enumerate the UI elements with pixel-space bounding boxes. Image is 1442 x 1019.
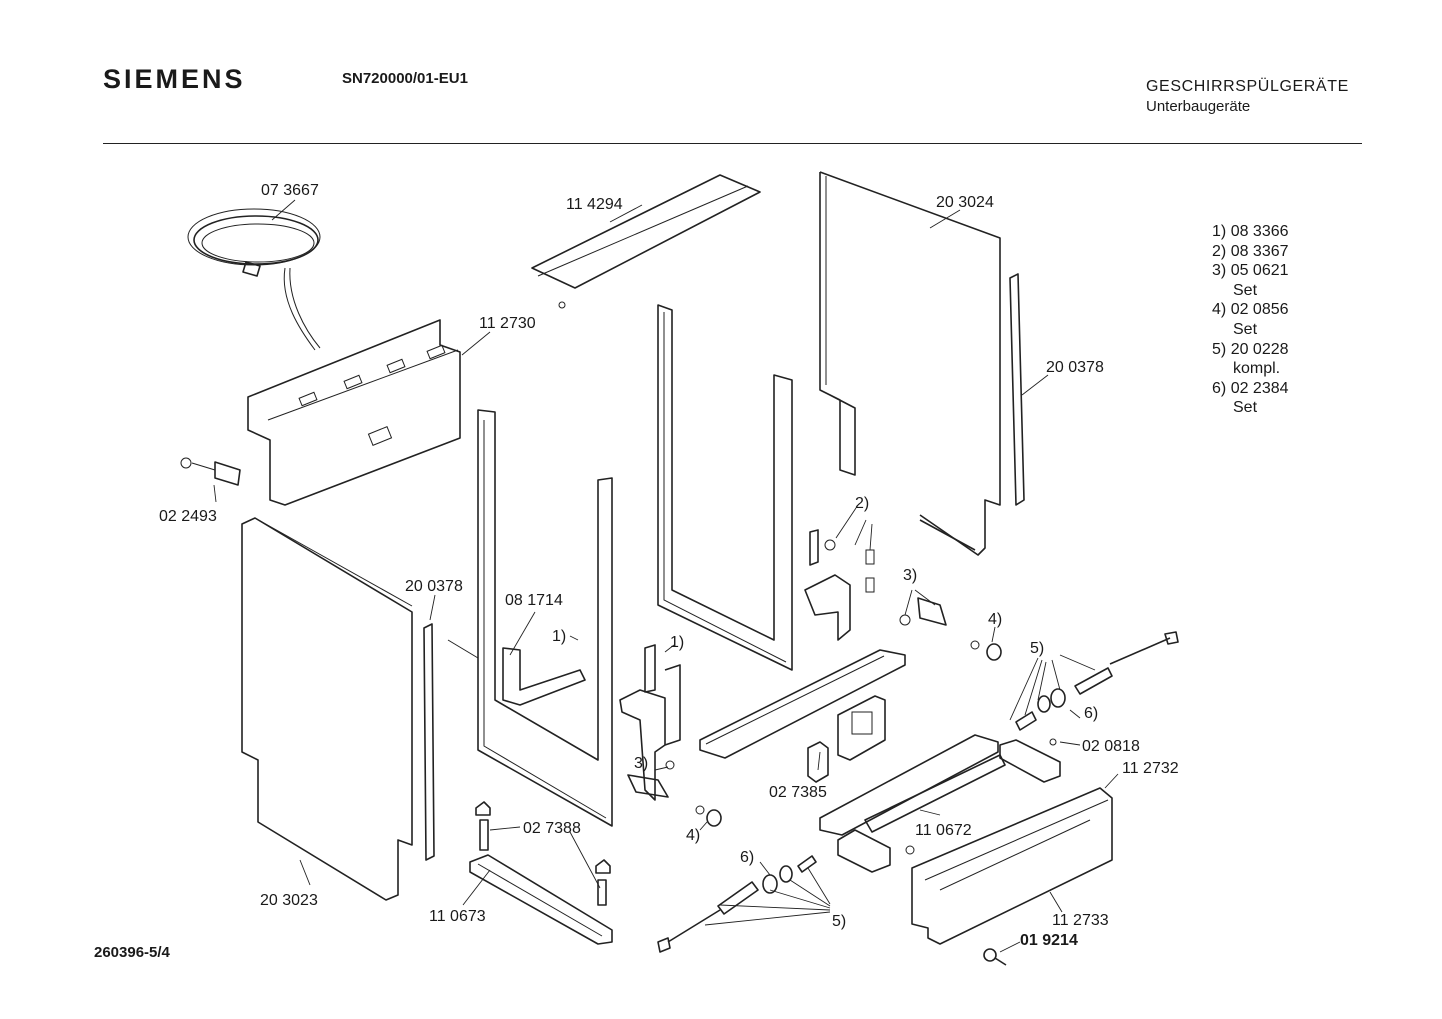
leader-lines — [213, 199, 1119, 953]
callout-bracket: 08 1714 — [505, 592, 563, 609]
base-panel-part[interactable] — [911, 787, 1113, 945]
callout-ref-6a: 6) — [1084, 705, 1098, 722]
callout-ref-5a: 5) — [1030, 640, 1044, 657]
adjustment-bolt-top[interactable] — [1015, 631, 1179, 731]
callout-seal-right: 20 0378 — [1046, 359, 1104, 376]
callout-base-panel: 11 2732 — [1122, 760, 1179, 777]
callout-foot-rail: 11 0673 — [429, 908, 486, 925]
hinge-left-part[interactable] — [619, 644, 681, 801]
parts-legend: 1) 08 3366 2) 08 3367 3) 05 0621 Set 4) … — [1212, 222, 1289, 418]
side-panel-right-part[interactable] — [819, 171, 1001, 556]
callout-hinge-plate: 02 7385 — [769, 784, 827, 801]
callout-side-panel-right: 20 3024 — [936, 194, 994, 211]
document-number: 260396-5/4 — [94, 944, 170, 961]
foot-part[interactable] — [475, 801, 611, 906]
inner-seal-frame-center[interactable] — [657, 304, 793, 671]
seal-left-part[interactable] — [423, 623, 435, 861]
callout-front-frame: 11 2730 — [479, 315, 536, 332]
callout-rail: 11 0672 — [915, 822, 972, 839]
legend-item: 1) 08 3366 — [1212, 223, 1289, 240]
callout-ref-4b: 4) — [686, 827, 700, 844]
bolt-part[interactable] — [983, 948, 1007, 966]
legend-item: 6) 02 2384 — [1212, 379, 1289, 397]
legend-item: 4) 02 0856 — [1212, 301, 1289, 319]
front-frame-part[interactable] — [247, 319, 461, 506]
foot-rail-part[interactable] — [469, 854, 613, 945]
callout-ref-1a: 1) — [552, 628, 566, 645]
brand-logo: SIEMENS — [103, 64, 246, 94]
hardware-4-part[interactable] — [695, 640, 1002, 827]
clip-part[interactable] — [180, 457, 241, 486]
callout-clip: 02 2493 — [159, 508, 217, 525]
hinge-right-part[interactable] — [804, 529, 875, 641]
legend-item: 2) 08 3367 — [1212, 242, 1289, 260]
callout-ref-3b: 3) — [634, 755, 648, 772]
seal-right-part[interactable] — [1009, 273, 1025, 506]
legend-item: 3) 05 0621 — [1212, 262, 1289, 280]
inner-seal-frame-left[interactable] — [477, 409, 613, 827]
legend-note: Set — [1233, 281, 1258, 299]
support-bracket-part[interactable] — [837, 738, 1061, 873]
power-cable-part[interactable] — [187, 208, 321, 351]
hinge-plate-part[interactable] — [807, 695, 886, 783]
callout-foot: 02 7388 — [523, 820, 581, 837]
kick-plate-part[interactable] — [939, 819, 1091, 891]
category-title: GESCHIRRSPÜLGERÄTE — [1146, 78, 1349, 95]
legend-item: 5) 20 0228 — [1212, 340, 1289, 358]
center-rail-part[interactable] — [699, 649, 906, 759]
callout-ref-5b: 5) — [832, 913, 846, 930]
legend-note: Set — [1233, 320, 1258, 338]
callout-ref-4a: 4) — [988, 611, 1002, 628]
side-panel-left-part[interactable] — [241, 517, 413, 901]
callout-seal-left: 20 0378 — [405, 578, 463, 595]
legend-note: Set — [1233, 399, 1258, 417]
callout-kick-plate: 11 2733 — [1052, 912, 1109, 929]
callout-cable: 07 3667 — [261, 182, 319, 199]
callout-side-panel-left: 20 3023 — [260, 892, 318, 909]
lower-rail-part[interactable] — [819, 734, 1006, 836]
callout-ref-2: 2) — [855, 495, 869, 512]
callout-top-strip: 11 4294 — [566, 196, 623, 213]
callout-screw: 02 0818 — [1082, 738, 1140, 755]
legend-note: kompl. — [1233, 360, 1281, 378]
callout-ref-3a: 3) — [903, 567, 917, 584]
callout-ref-6b: 6) — [740, 849, 754, 866]
category-subtitle: Unterbaugeräte — [1146, 98, 1251, 115]
header-divider — [103, 143, 1362, 144]
model-number: SN720000/01-EU1 — [342, 70, 468, 87]
top-strip-part[interactable] — [531, 174, 761, 309]
callout-ref-1b: 1) — [670, 634, 684, 651]
adjustment-bolt-bottom[interactable] — [657, 855, 817, 953]
bracket-part[interactable] — [447, 639, 586, 706]
callout-bolt: 01 9214 — [1020, 932, 1078, 949]
hardware-3-part[interactable] — [627, 597, 947, 798]
